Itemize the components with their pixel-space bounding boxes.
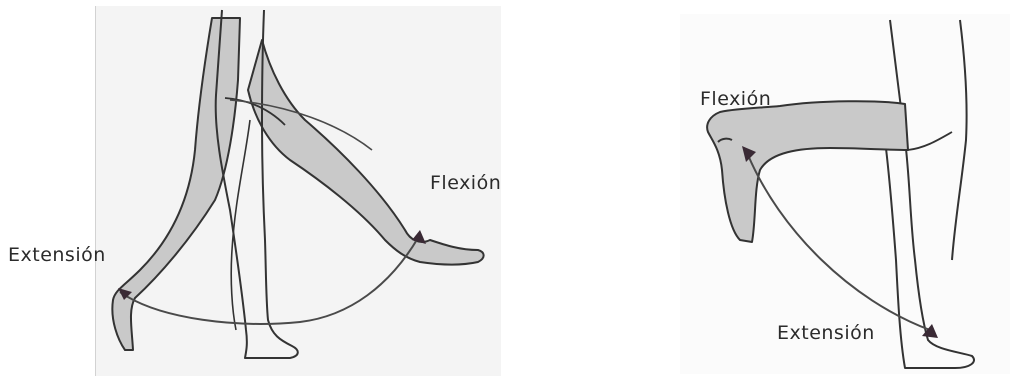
range-of-motion-line: [748, 155, 930, 330]
front-leg-flexion: [248, 40, 484, 265]
extension-label: Extensión: [777, 322, 875, 344]
back-leg-extension: [112, 18, 240, 350]
hip-diagram-panel: Flexión Extensión: [0, 0, 540, 378]
bent-leg-flexion: [707, 101, 908, 242]
flexion-label: Flexión: [700, 88, 771, 110]
flexion-label: Flexión: [430, 172, 501, 194]
leg-contour-line: [231, 120, 250, 330]
extension-label: Extensión: [8, 244, 106, 266]
knee-contour-line: [908, 132, 952, 150]
knee-diagram-panel: Flexión Extensión: [660, 0, 1020, 378]
leg-contour-line: [952, 20, 967, 260]
